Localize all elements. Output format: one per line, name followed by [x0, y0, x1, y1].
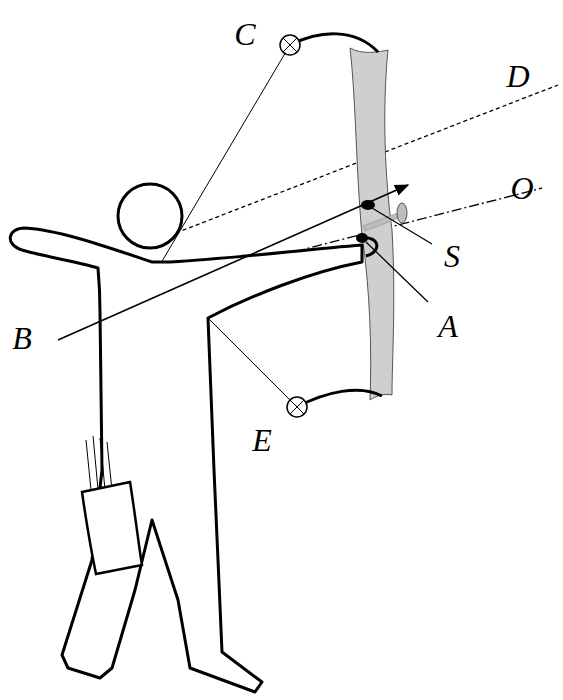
sight-line — [150, 85, 558, 243]
leader-line — [372, 208, 432, 244]
lower-tip — [297, 390, 382, 407]
point-label: E — [252, 424, 272, 456]
leader-line — [366, 242, 428, 302]
point-label: O — [510, 172, 533, 204]
archer — [10, 184, 377, 692]
point-label: A — [438, 310, 458, 342]
arrow — [58, 185, 408, 340]
sight-knob — [397, 203, 407, 223]
point-a — [356, 233, 368, 243]
point-label: D — [506, 60, 529, 92]
point-label: B — [12, 322, 32, 354]
point-label: S — [444, 240, 460, 272]
upper-tip — [290, 34, 378, 52]
quiver — [82, 436, 142, 574]
point-label: C — [234, 18, 255, 50]
sight-bar — [363, 213, 399, 231]
pulley — [280, 35, 300, 55]
pulley — [287, 397, 307, 417]
